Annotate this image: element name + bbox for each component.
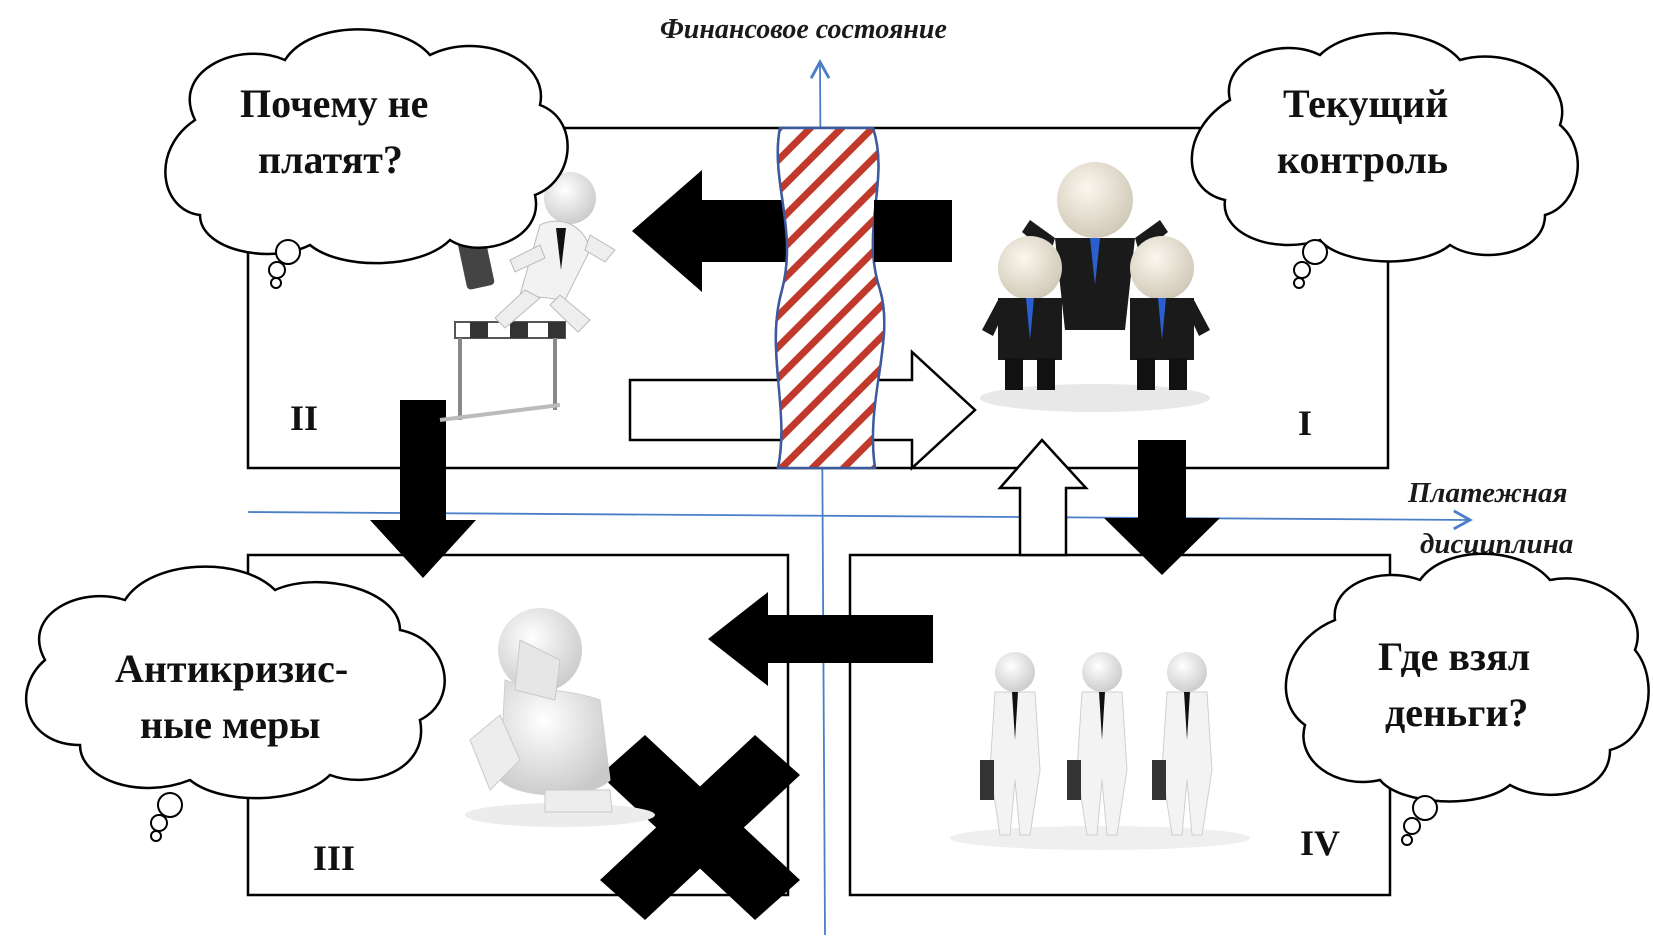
arrow-q1-to-q2-tail [874, 200, 952, 262]
arrow-q4-to-q1 [997, 438, 1089, 557]
cloud-q3-line2: ные меры [140, 702, 321, 747]
thought-cloud-q2: Почему не платят? [164, 28, 569, 289]
thought-cloud-q3: Антикризис- ные меры [24, 565, 446, 842]
cloud-q1-line1: Текущий [1283, 81, 1448, 126]
quadrant-2-numeral: II [290, 398, 318, 438]
cloud-q4-line1: Где взял [1378, 634, 1530, 679]
cloud-q1-line2: контроль [1277, 137, 1448, 182]
hurdle-runner-figure-icon [439, 172, 616, 422]
x-mark-icon [600, 735, 800, 920]
cloud-q3-line1: Антикризис- [115, 646, 348, 691]
standing-businessmen-icon [950, 652, 1250, 850]
thought-cloud-q4: Где взял деньги? [1284, 552, 1650, 846]
quadrant-3-numeral: III [313, 838, 355, 878]
cloud-q2-line2: платят? [258, 137, 403, 182]
arrow-q1-to-q2-head-bar [702, 200, 780, 262]
business-team-figures-icon [980, 162, 1210, 412]
thought-cloud-q1: Текущий контроль [1190, 31, 1579, 289]
payment-barrier-front [774, 126, 886, 470]
quadrant-4-numeral: IV [1300, 823, 1340, 863]
horizontal-axis [247, 509, 1473, 531]
arrow-q1-to-q4 [1104, 440, 1220, 575]
arrow-q4-to-q3 [708, 592, 933, 686]
cloud-q4-line2: деньги? [1385, 690, 1528, 735]
arrow-q2-to-q3 [370, 400, 476, 578]
cloud-q2-line1: Почему не [240, 81, 428, 126]
horizontal-axis-label-line1: Платежная [1407, 477, 1567, 509]
sad-sitting-figure-icon [465, 608, 655, 827]
vertical-axis-label: Финансовое состояние [660, 14, 947, 45]
quadrant-1-numeral: I [1298, 403, 1312, 443]
